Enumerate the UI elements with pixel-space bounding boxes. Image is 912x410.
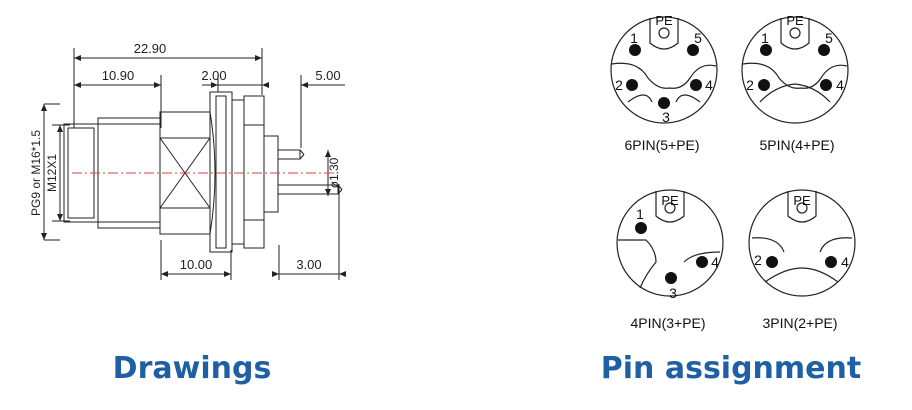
pin-number: 4 (841, 254, 849, 270)
dim-thread-alt: M12X1 (45, 154, 59, 192)
pin-number: 4 (705, 77, 713, 93)
pe-label: PE (655, 13, 673, 28)
dim-flange: 2.00 (201, 68, 226, 83)
pin-number: 2 (615, 77, 623, 93)
dim-pin-out: 5.00 (315, 68, 340, 83)
pin-number: 2 (746, 77, 754, 93)
pin-number: 5 (694, 30, 702, 46)
dim-body: 10.90 (102, 68, 135, 83)
pin-label-3pin: 3PIN(2+PE) (762, 315, 837, 331)
pin-long (277, 184, 339, 195)
pin-label-5pin: 5PIN(4+PE) (759, 137, 834, 153)
pin-diagram-5pin: PE 1 5 2 4 5PIN(4+PE) (741, 13, 849, 153)
pin-short (277, 149, 301, 160)
connector-drawing (41, 48, 346, 280)
caption-drawings: Drawings (113, 351, 272, 386)
pe-label: PE (661, 193, 679, 208)
rear-housing (243, 95, 265, 249)
pe-label: PE (786, 13, 804, 28)
dim-overall: 22.90 (134, 41, 167, 56)
pin-label-6pin: 6PIN(5+PE) (624, 137, 699, 153)
dim-bottom-right: 3.00 (296, 257, 321, 272)
pin-diagram-4pin: PE 1 4 3 4PIN(3+PE) (616, 189, 724, 331)
dim-bottom-left: 10.00 (180, 257, 213, 272)
pin-number: 3 (662, 109, 670, 125)
pin-number: 1 (636, 206, 644, 222)
caption-pin-assignment: Pin assignment (601, 351, 861, 386)
pin-diagram-6pin: PE 1 5 2 4 3 6PIN(5+PE) (610, 13, 718, 153)
pe-label: PE (793, 193, 811, 208)
pin-number: 2 (754, 252, 762, 268)
pin-number: 1 (630, 30, 638, 46)
flange (209, 91, 233, 253)
dim-thread-main: PG9 or M16*1.5 (29, 130, 43, 216)
dim-pin-dia: ø1.30 (327, 157, 341, 188)
pin-label-4pin: 4PIN(3+PE) (630, 315, 705, 331)
pin-number: 3 (669, 285, 677, 301)
pin-number: 5 (825, 30, 833, 46)
pin-diagram-3pin: PE 2 4 3PIN(2+PE) (748, 189, 856, 331)
pin-number: 4 (836, 77, 844, 93)
pin-number: 1 (761, 30, 769, 46)
pin-number: 4 (711, 254, 719, 270)
